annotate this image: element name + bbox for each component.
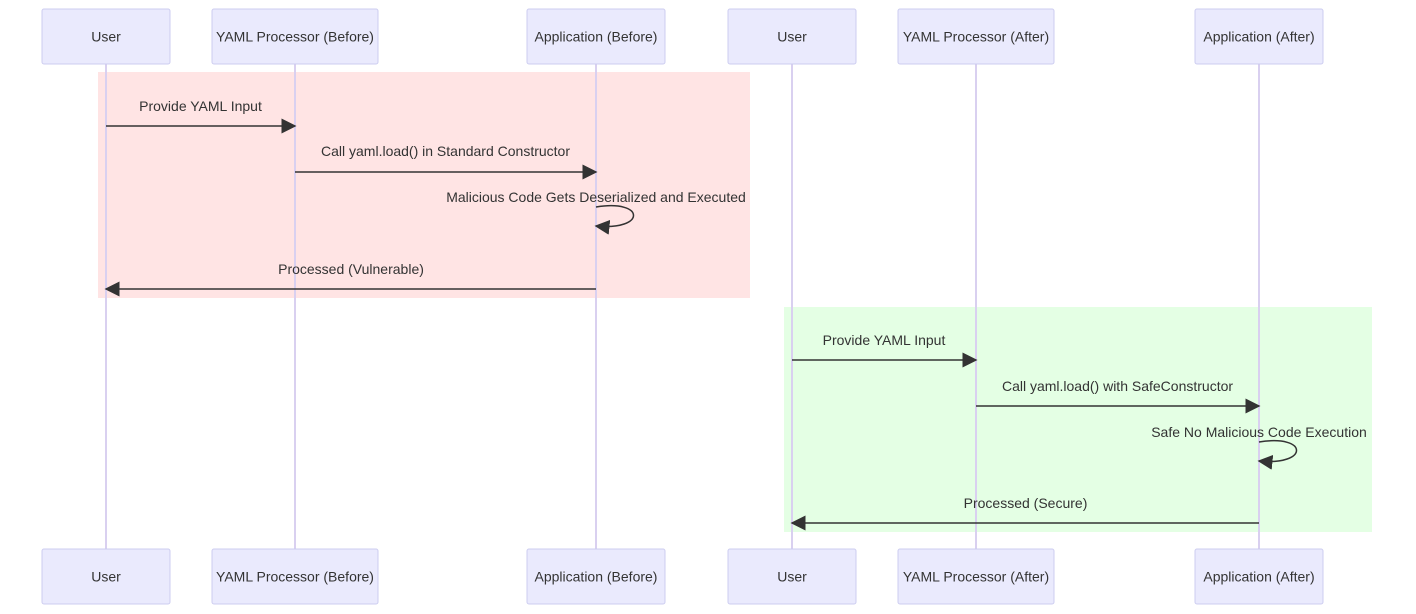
message-before-3: Malicious Code Gets Deserialized and Exe… <box>446 189 746 235</box>
actor-label: User <box>777 29 807 45</box>
actor-user_before-top: User <box>41 8 171 65</box>
message-after-4: Processed (Secure) <box>790 495 1259 531</box>
actor-user_before-bottom: User <box>41 548 171 605</box>
actor-box <box>211 8 379 65</box>
actor-label: Application (After) <box>1203 29 1314 45</box>
actor-label: YAML Processor (After) <box>903 569 1049 585</box>
actor-user_after-bottom: User <box>727 548 857 605</box>
actor-label: YAML Processor (After) <box>903 29 1049 45</box>
actor-yaml_after-top: YAML Processor (After) <box>897 8 1055 65</box>
actor-box <box>1194 548 1324 605</box>
actor-label: Application (After) <box>1203 569 1314 585</box>
message-before-1: Provide YAML Input <box>106 98 297 134</box>
actor-label: Application (Before) <box>535 29 658 45</box>
actor-label: User <box>777 569 807 585</box>
actor-box <box>1194 8 1324 65</box>
actor-yaml_after-bottom: YAML Processor (After) <box>897 548 1055 605</box>
actor-label: YAML Processor (Before) <box>216 569 374 585</box>
actor-app_before-top: Application (Before) <box>526 8 666 65</box>
message-label: Provide YAML Input <box>823 332 946 348</box>
message-label: Processed (Vulnerable) <box>278 261 424 277</box>
actor-yaml_before-top: YAML Processor (Before) <box>211 8 379 65</box>
message-label: Provide YAML Input <box>139 98 262 114</box>
actor-user_after-top: User <box>727 8 857 65</box>
actor-label: YAML Processor (Before) <box>216 29 374 45</box>
actor-box <box>41 8 171 65</box>
message-after-1: Provide YAML Input <box>792 332 978 368</box>
message-before-2: Call yaml.load() in Standard Constructor <box>295 143 598 180</box>
message-after-2: Call yaml.load() with SafeConstructor <box>976 378 1261 414</box>
actor-box <box>897 8 1055 65</box>
actor-app_after-top: Application (After) <box>1194 8 1324 65</box>
actor-label: User <box>91 29 121 45</box>
message-label: Malicious Code Gets Deserialized and Exe… <box>446 189 746 205</box>
actor-box <box>727 548 857 605</box>
message-label: Safe No Malicious Code Execution <box>1151 424 1367 440</box>
actor-box <box>41 548 171 605</box>
message-label: Call yaml.load() with SafeConstructor <box>1002 378 1233 394</box>
message-after-3: Safe No Malicious Code Execution <box>1151 424 1367 470</box>
message-before-4: Processed (Vulnerable) <box>104 261 596 297</box>
actor-label: User <box>91 569 121 585</box>
actor-box <box>897 548 1055 605</box>
group-before-background <box>98 72 750 298</box>
actor-box <box>526 548 666 605</box>
self-message-arrow <box>594 205 635 235</box>
group-after-background <box>784 307 1372 532</box>
actor-app_before-bottom: Application (Before) <box>526 548 666 605</box>
message-label: Processed (Secure) <box>964 495 1088 511</box>
actor-box <box>211 548 379 605</box>
actor-box <box>526 8 666 65</box>
self-message-arrow <box>1257 440 1298 470</box>
actor-box <box>727 8 857 65</box>
actor-label: Application (Before) <box>535 569 658 585</box>
message-label: Call yaml.load() in Standard Constructor <box>321 143 570 159</box>
actor-yaml_before-bottom: YAML Processor (Before) <box>211 548 379 605</box>
actor-app_after-bottom: Application (After) <box>1194 548 1324 605</box>
